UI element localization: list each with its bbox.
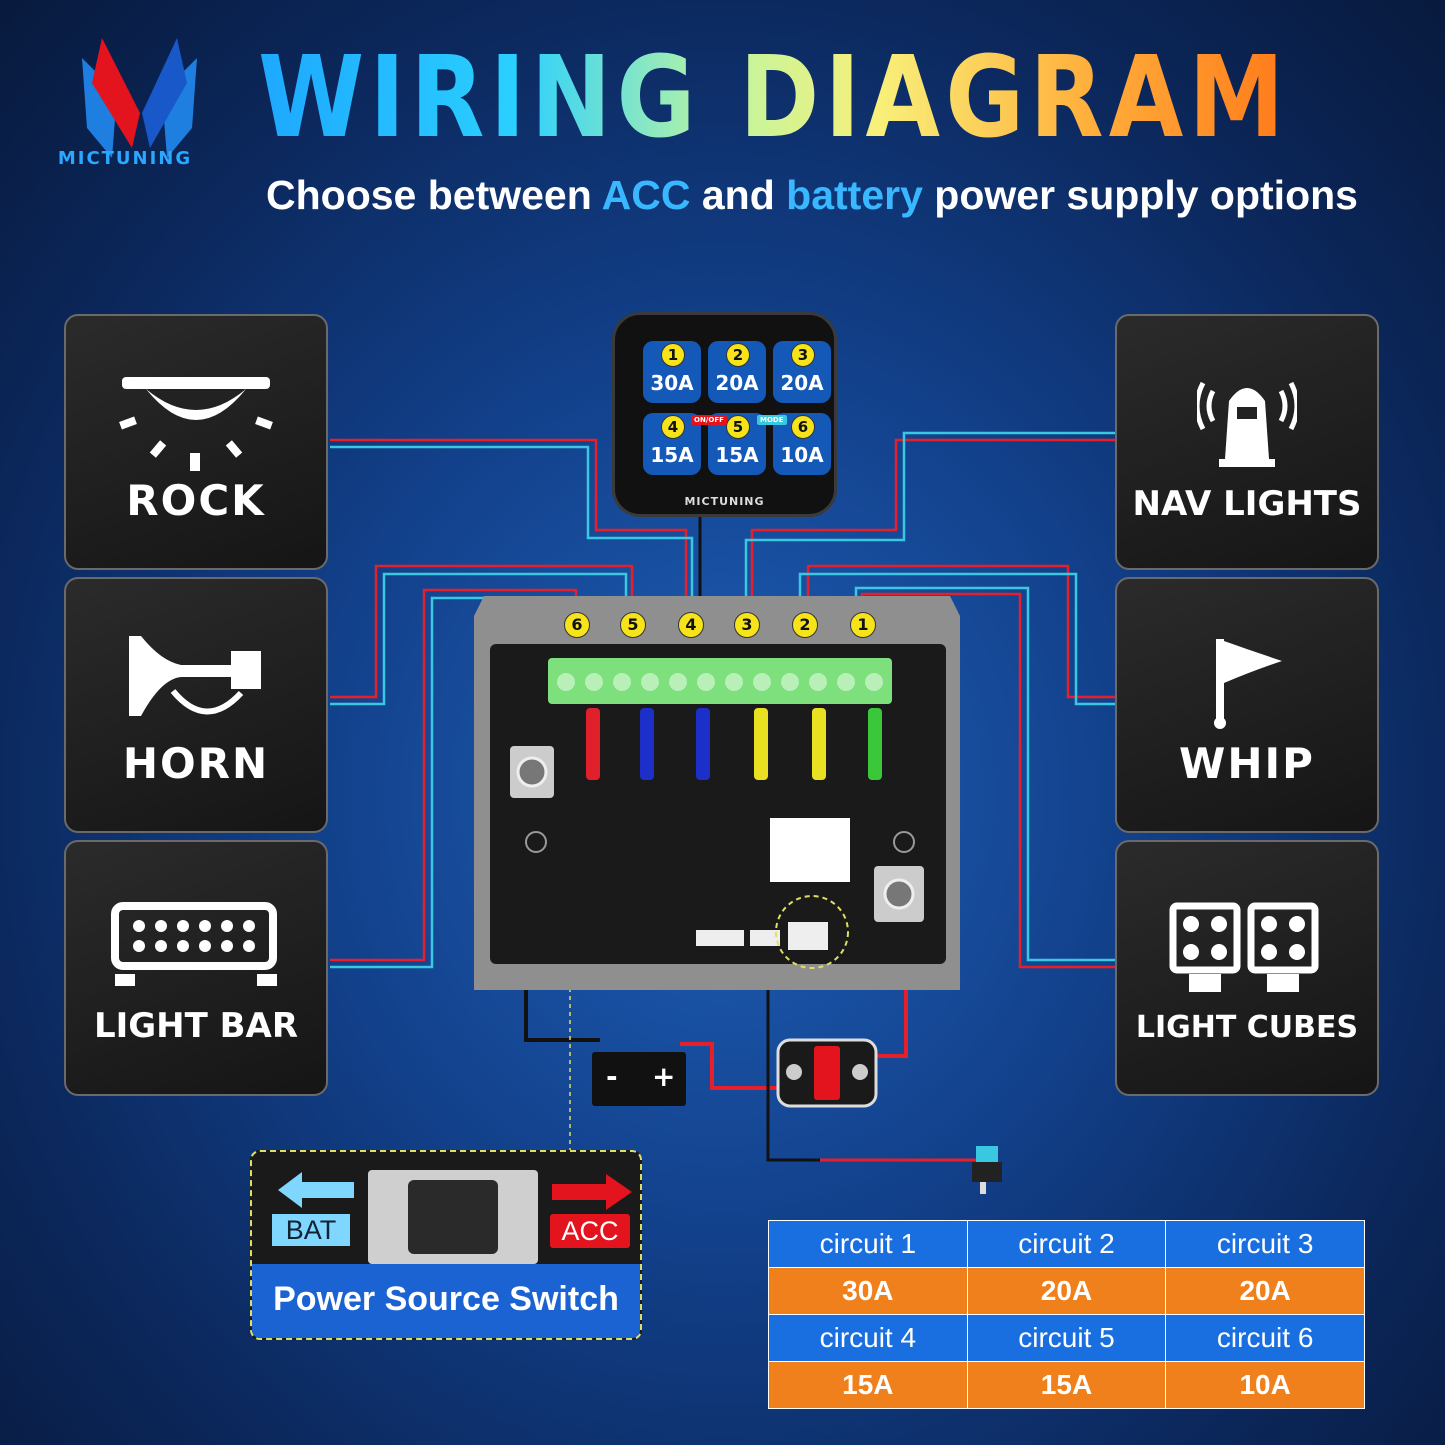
- acc-label: ACC: [550, 1214, 630, 1248]
- page-subtitle: Choose between ACC and battery power sup…: [266, 172, 1358, 218]
- fuse-5: [640, 708, 654, 780]
- card-whip: WHIP: [1115, 577, 1379, 833]
- page-title: WIRING DIAGRAM: [258, 28, 1289, 168]
- wire-lightbar-red: [330, 588, 578, 962]
- battery-positive-wire: [680, 1042, 780, 1090]
- light-cubes-icon: [1169, 902, 1319, 992]
- fuse-1: [868, 708, 882, 780]
- card-label: HORN: [122, 739, 270, 788]
- card-light-bar: LIGHT BAR: [64, 840, 328, 1096]
- fuse-2: [812, 708, 826, 780]
- mode-tag: MODE: [757, 415, 787, 425]
- table-cell: circuit 2: [966, 1220, 1167, 1268]
- table-cell: circuit 3: [1165, 1220, 1365, 1268]
- arrow-right-icon: [552, 1174, 632, 1210]
- card-label: LIGHT CUBES: [1135, 1010, 1359, 1045]
- battery: - +: [592, 1052, 686, 1106]
- wire-nav-cyan: [744, 431, 1115, 605]
- wire-rock-red: [330, 438, 688, 600]
- fuse-tap-icon: [972, 1146, 1002, 1194]
- bat-label: BAT: [272, 1214, 350, 1246]
- table-cell: 15A: [768, 1361, 968, 1409]
- table-cell: circuit 5: [966, 1314, 1167, 1362]
- power-source-switch-panel: BAT ACC Power Source Switch: [250, 1150, 642, 1340]
- card-label: ROCK: [126, 476, 266, 525]
- mictuning-logo-icon: [82, 38, 197, 158]
- wire-horn-cyan: [330, 572, 628, 706]
- battery-minus: -: [606, 1060, 618, 1093]
- wire-horn-red: [330, 564, 634, 699]
- terminal-number: 1: [850, 612, 876, 638]
- power-switch-caption-bar: Power Source Switch: [252, 1264, 640, 1338]
- arrow-left-icon: [278, 1172, 354, 1208]
- wire-rock-cyan: [330, 445, 694, 605]
- card-rock: ROCK: [64, 314, 328, 570]
- horn-icon: [129, 636, 261, 716]
- wire-whip-cyan: [798, 572, 1115, 706]
- terminal-number: 5: [620, 612, 646, 638]
- terminal-number: 2: [792, 612, 818, 638]
- card-horn: HORN: [64, 577, 328, 833]
- onoff-tag: ON/OFF: [691, 415, 727, 425]
- rock-light-icon: [119, 377, 273, 471]
- card-label: WHIP: [1179, 739, 1315, 788]
- wire-whip-red: [806, 564, 1115, 699]
- fuse-6: [586, 708, 600, 780]
- circuit-breaker-icon: [776, 1038, 878, 1108]
- circuit-rating-table: circuit 1 circuit 2 circuit 3 30A 20A 20…: [768, 1220, 1365, 1409]
- table-row: circuit 4 circuit 5 circuit 6: [768, 1314, 1365, 1362]
- terminal-number: 4: [678, 612, 704, 638]
- wire-cubes-cyan: [854, 586, 1115, 962]
- wire-nav-red: [750, 438, 1115, 605]
- power-switch-caption: Power Source Switch: [273, 1280, 619, 1318]
- whip-flag-icon: [1214, 639, 1282, 729]
- light-bar-icon: [111, 902, 277, 986]
- table-cell: 20A: [966, 1267, 1167, 1315]
- table-cell: 20A: [1165, 1267, 1365, 1315]
- card-label: NAV LIGHTS: [1132, 484, 1362, 524]
- fuse-3: [754, 708, 768, 780]
- table-cell: 15A: [966, 1361, 1167, 1409]
- terminal-number: 3: [734, 612, 760, 638]
- relay-box: [474, 596, 960, 990]
- table-cell: circuit 6: [1165, 1314, 1365, 1362]
- table-row: 15A 15A 10A: [768, 1361, 1365, 1409]
- card-nav-lights: NAV LIGHTS: [1115, 314, 1379, 570]
- terminal-number: 6: [564, 612, 590, 638]
- card-light-cubes: LIGHT CUBES: [1115, 840, 1379, 1096]
- nav-light-icon: [1197, 381, 1297, 467]
- battery-plus: +: [652, 1060, 676, 1093]
- logo-text: MICTUNING: [57, 148, 193, 169]
- slide-switch[interactable]: [368, 1170, 538, 1264]
- card-label: LIGHT BAR: [93, 1006, 299, 1046]
- table-cell: 30A: [768, 1267, 968, 1315]
- table-cell: circuit 1: [768, 1220, 968, 1268]
- slide-switch-knob[interactable]: [408, 1180, 498, 1254]
- fuse-4: [696, 708, 710, 780]
- table-row: 30A 20A 20A: [768, 1267, 1365, 1315]
- table-cell: circuit 4: [768, 1314, 968, 1362]
- table-cell: 10A: [1165, 1361, 1365, 1409]
- table-row: circuit 1 circuit 2 circuit 3: [768, 1220, 1365, 1268]
- controller-brand: MICTUNING: [684, 495, 765, 508]
